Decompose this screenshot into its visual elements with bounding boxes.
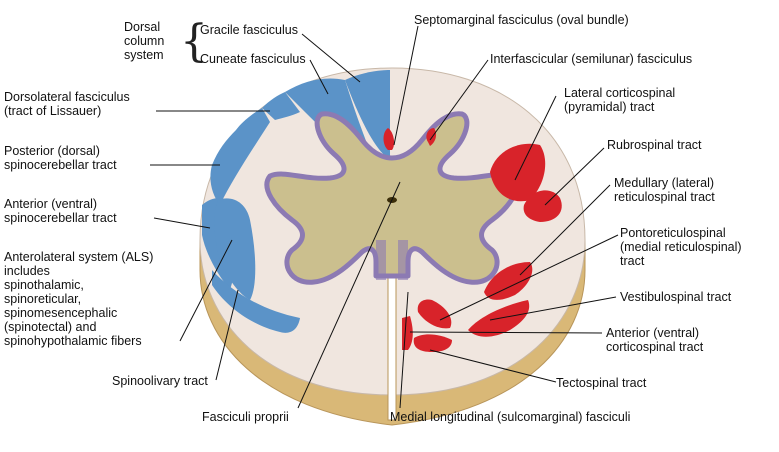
label-vestibulospinal-tract: Vestibulospinal tract bbox=[620, 290, 732, 304]
posterior-spinocerebellar-tract bbox=[210, 108, 270, 205]
ventral-median-fissure bbox=[387, 269, 397, 421]
anterolateral-lower bbox=[212, 270, 300, 333]
medullary-reticulospinal-tract bbox=[484, 262, 533, 300]
label-dorsolateral-fasciculus: Dorsolateral fasciculus (tract of Lissau… bbox=[4, 90, 130, 118]
leader-lines bbox=[150, 25, 619, 409]
label-cuneate-fasciculus: Cuneate fasciculus bbox=[200, 52, 306, 66]
label-interfascicular-fasciculus: Interfascicular (semilunar) fasciculus bbox=[490, 52, 693, 66]
septomarginal-fasciculus bbox=[383, 128, 395, 150]
medial-longitudinal-fasciculi bbox=[376, 240, 408, 280]
label-tectospinal-tract: Tectospinal tract bbox=[556, 376, 647, 390]
label-medullary-reticulospinal-tract: Medullary (lateral) reticulospinal tract bbox=[614, 176, 715, 204]
label-anterior-spinocerebellar-tract: Anterior (ventral) spinocerebellar tract bbox=[4, 197, 117, 225]
gracile-fasciculus bbox=[345, 70, 390, 160]
label-lateral-corticospinal-tract: Lateral corticospinal (pyramidal) tract bbox=[564, 86, 676, 114]
label-medial-longitudinal-fasciculi: Medial longitudinal (sulcomarginal) fasc… bbox=[390, 410, 631, 424]
dorsal-column-brace: { bbox=[180, 16, 208, 67]
pontoreticulospinal-tract bbox=[417, 299, 452, 329]
label-posterior-spinocerebellar-tract: Posterior (dorsal) spinocerebellar tract bbox=[4, 144, 117, 172]
label-fasciculi-proprii: Fasciculi proprii bbox=[202, 410, 289, 424]
label-rubrospinal-tract: Rubrospinal tract bbox=[607, 138, 702, 152]
interfascicular-fasciculus bbox=[426, 128, 437, 146]
lateral-corticospinal-tract bbox=[490, 143, 546, 202]
label-septomarginal-fasciculus: Septomarginal fasciculus (oval bundle) bbox=[414, 13, 629, 27]
dorsolateral-fasciculus bbox=[262, 92, 300, 120]
label-anterolateral-system: Anterolateral system (ALS) includes spin… bbox=[4, 250, 154, 348]
anterolateral-system bbox=[214, 198, 256, 300]
label-gracile-fasciculus: Gracile fasciculus bbox=[200, 23, 298, 37]
label-spinoolivary-tract: Spinoolivary tract bbox=[112, 374, 208, 388]
label-dorsal-column-system: Dorsal column system bbox=[124, 20, 165, 62]
tectospinal-tract bbox=[413, 334, 452, 352]
label-anterior-corticospinal-tract: Anterior (ventral) corticospinal tract bbox=[606, 326, 704, 354]
label-pontoreticulospinal-tract: Pontoreticulospinal (medial reticulospin… bbox=[620, 226, 742, 268]
